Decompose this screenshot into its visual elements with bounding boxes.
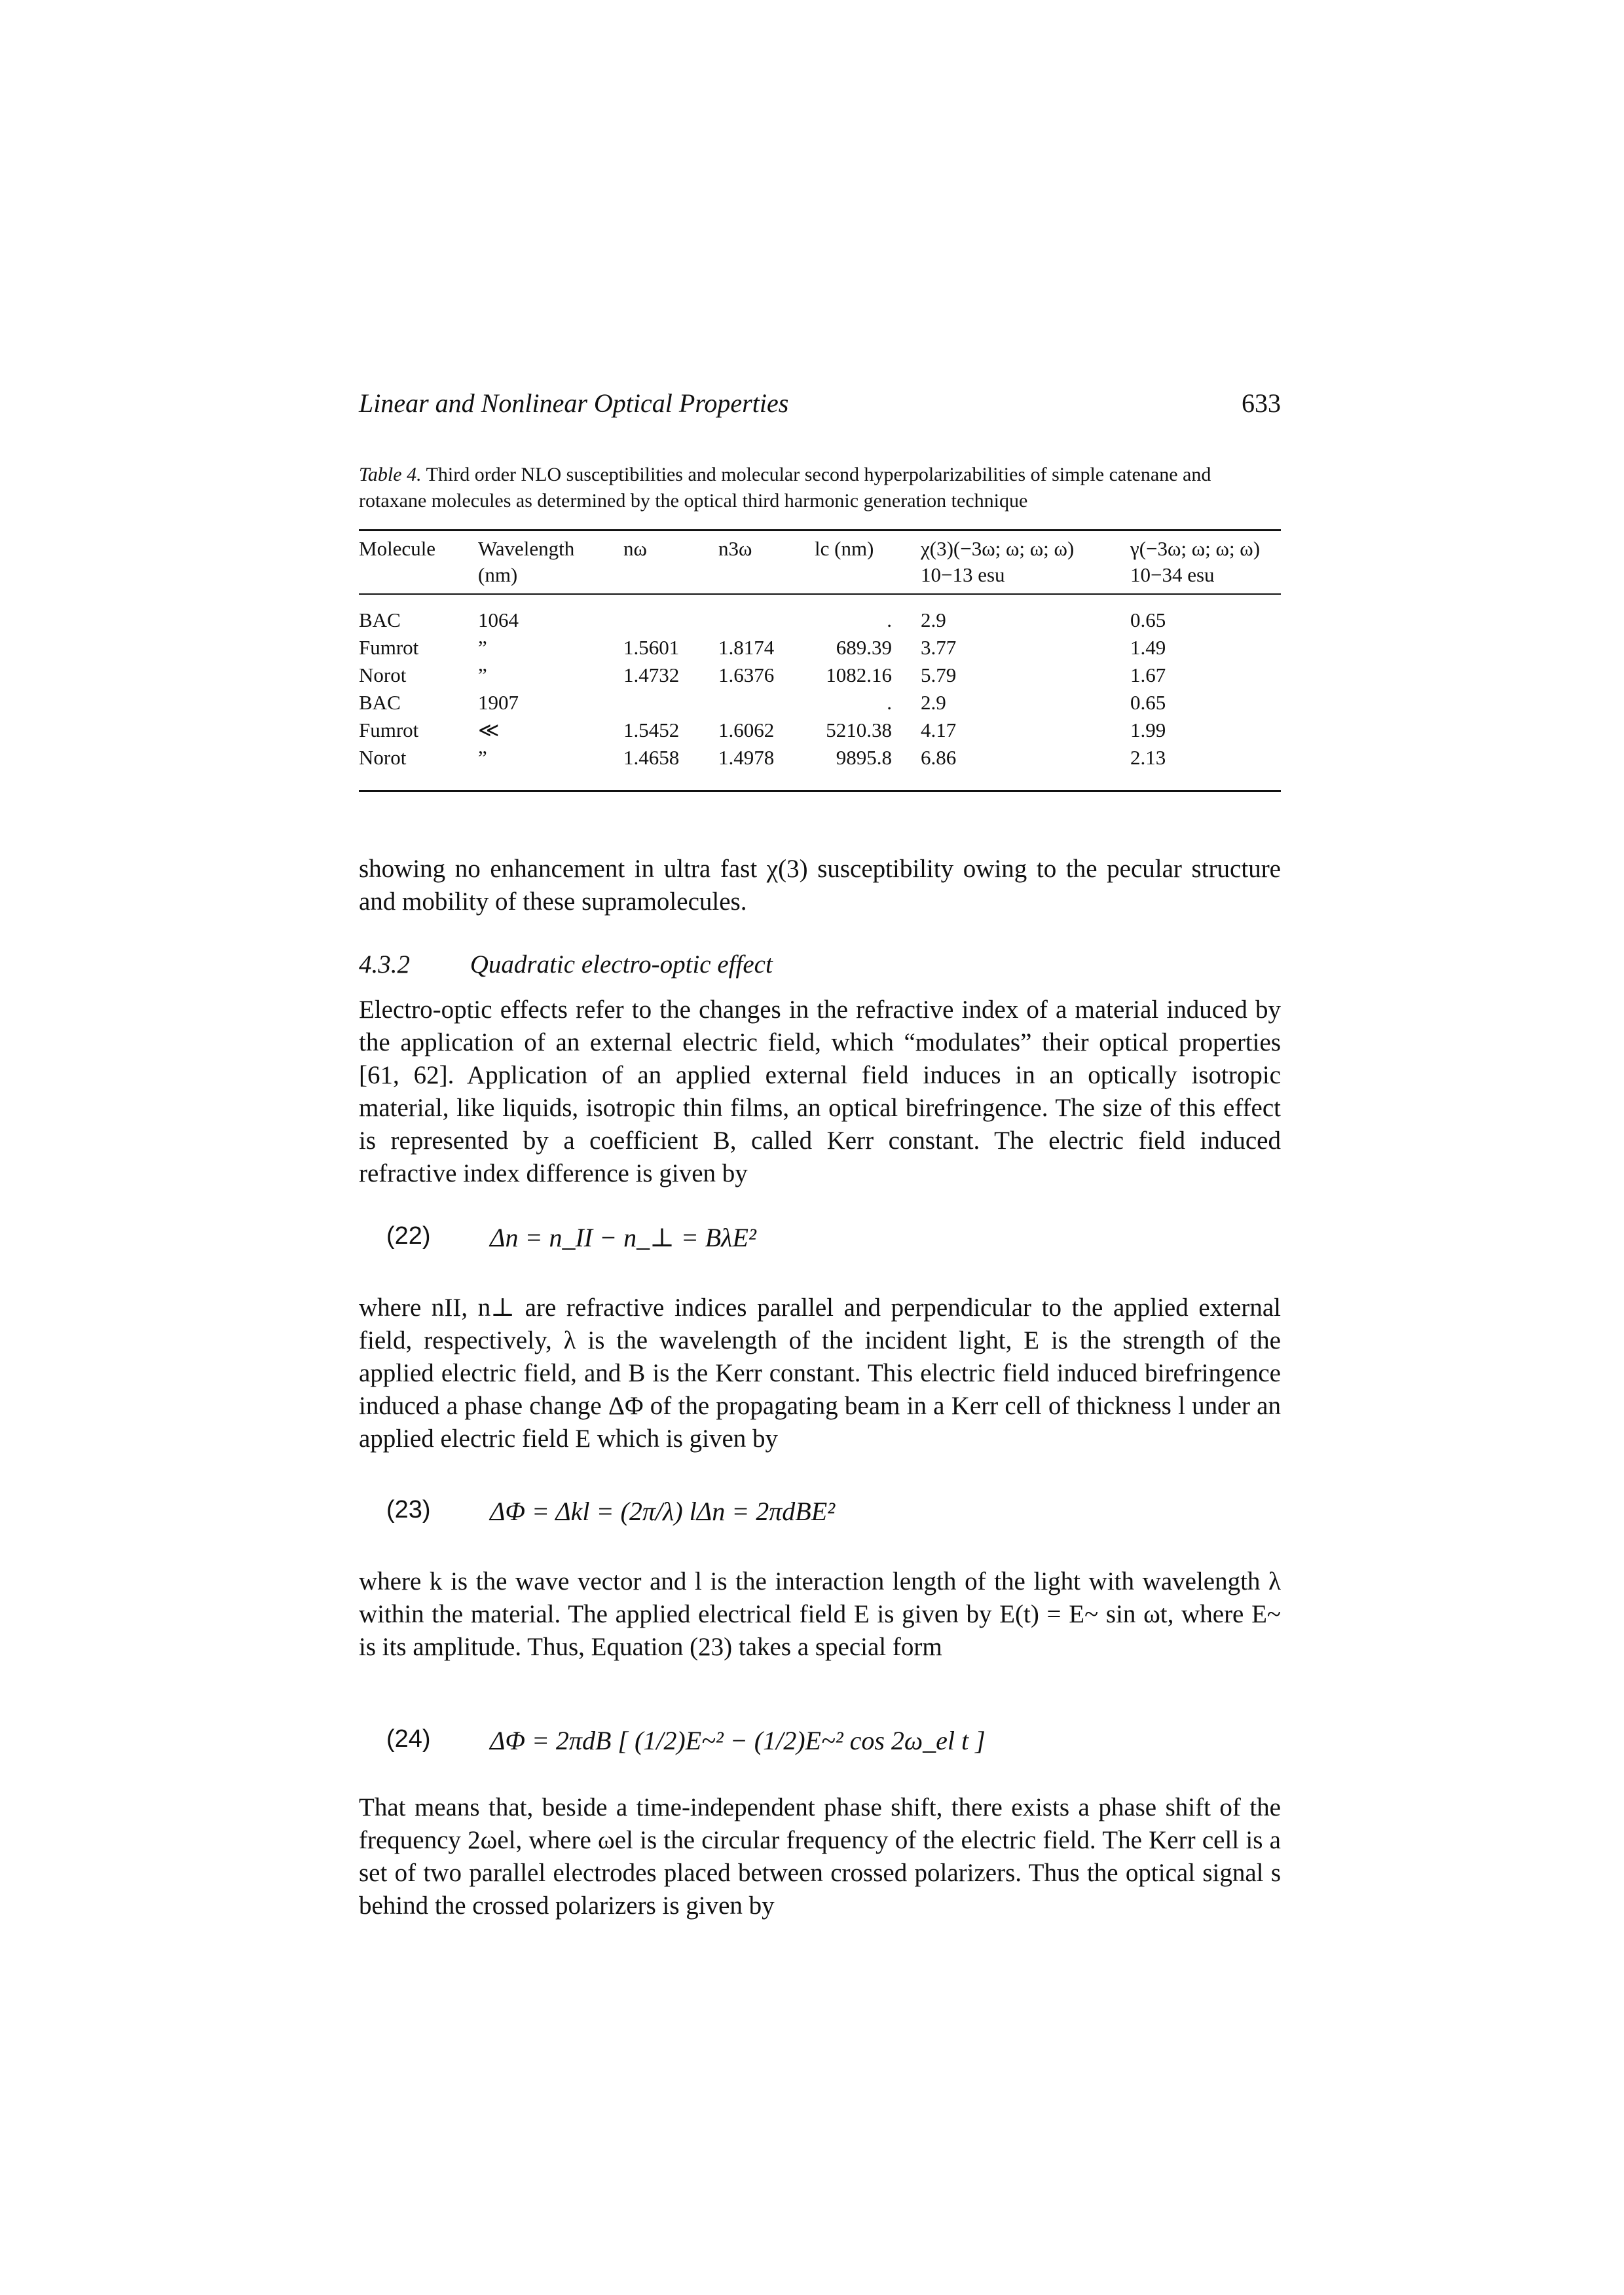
equation-23: (23) ΔΦ = Δkl = (2π/λ) lΔn = 2πdBE² bbox=[359, 1479, 1281, 1544]
cell-gamma: 0.65 bbox=[1130, 691, 1166, 714]
cell-wavelength: 1907 bbox=[478, 691, 519, 714]
cell-lc: . bbox=[887, 691, 892, 714]
paragraph-4: where k is the wave vector and l is the … bbox=[359, 1567, 1281, 1661]
cell-lc: . bbox=[887, 608, 892, 631]
cell-lc: 1082.16 bbox=[826, 663, 892, 686]
col-header-molecule: Molecule bbox=[359, 537, 436, 560]
cell-n-3omega: 1.4978 bbox=[718, 746, 775, 769]
table-label: Table 4. bbox=[359, 464, 422, 485]
equation-24: (24) ΔΦ = 2πdB [ (1/2)E~² − (1/2)E~² cos… bbox=[359, 1703, 1281, 1775]
cell-n-3omega: 1.8174 bbox=[718, 636, 775, 659]
cell-n-omega: 1.4732 bbox=[623, 663, 680, 686]
cell-n-3omega: 1.6062 bbox=[718, 718, 775, 741]
table-caption-text: Third order NLO susceptibilities and mol… bbox=[359, 464, 1211, 512]
table-caption: Table 4. Third order NLO susceptibilitie… bbox=[359, 462, 1281, 514]
cell-wavelength: ” bbox=[478, 746, 487, 769]
page: Linear and Nonlinear Optical Properties … bbox=[359, 0, 1281, 2295]
col-header-n-omega: nω bbox=[623, 537, 647, 560]
cell-molecule: Fumrot bbox=[359, 636, 419, 659]
cell-gamma: 1.49 bbox=[1130, 636, 1166, 659]
cell-n-3omega bbox=[718, 689, 815, 717]
cell-chi3: 4.17 bbox=[921, 718, 957, 741]
table-top-rule bbox=[359, 529, 1281, 531]
col-header-n-3omega: n3ω bbox=[718, 537, 752, 560]
cell-n-omega: 1.4658 bbox=[623, 746, 680, 769]
cell-n-3omega bbox=[718, 606, 815, 634]
cell-chi3: 2.9 bbox=[921, 691, 946, 714]
cell-n-omega: 1.5601 bbox=[623, 636, 680, 659]
col-header-wavelength: Wavelength(nm) bbox=[478, 537, 575, 586]
cell-wavelength: 1064 bbox=[478, 608, 519, 631]
equation-body: Δn = n_II − n_⊥ = BλE² bbox=[490, 1223, 756, 1252]
paragraph-5: That means that, beside a time-independe… bbox=[359, 1793, 1281, 1920]
cell-n-omega: 1.5452 bbox=[623, 718, 680, 741]
cell-lc: 689.39 bbox=[836, 636, 892, 659]
cell-chi3: 2.9 bbox=[921, 608, 946, 631]
equation-number: (23) bbox=[386, 1496, 431, 1523]
equation-body: ΔΦ = Δkl = (2π/λ) lΔn = 2πdBE² bbox=[490, 1497, 836, 1526]
cell-chi3: 5.79 bbox=[921, 663, 957, 686]
equation-22: (22) Δn = n_II − n_⊥ = BλE² bbox=[359, 1222, 1281, 1261]
paragraph-3: where nII, n⊥ are refractive indices par… bbox=[359, 1294, 1281, 1453]
paragraph-1: showing no enhancement in ultra fast χ(3… bbox=[359, 855, 1281, 916]
running-title: Linear and Nonlinear Optical Properties bbox=[359, 388, 789, 418]
cell-gamma: 2.13 bbox=[1130, 746, 1166, 769]
paragraph-2: Electro-optic effects refer to the chang… bbox=[359, 996, 1281, 1187]
cell-molecule: BAC bbox=[359, 608, 401, 631]
cell-chi3: 6.86 bbox=[921, 746, 957, 769]
equation-number: (24) bbox=[386, 1725, 431, 1753]
cell-wavelength: ” bbox=[478, 663, 487, 686]
table-header-rule bbox=[359, 593, 1281, 595]
cell-molecule: Norot bbox=[359, 746, 407, 769]
section-title: Quadratic electro-optic effect bbox=[470, 950, 773, 979]
table-row: Norot ” 1.4658 1.4978 9895.8 6.86 2.13 bbox=[359, 744, 1281, 772]
table-row: BAC 1064 . 2.9 0.65 bbox=[359, 606, 1281, 634]
cell-molecule: Fumrot bbox=[359, 718, 419, 741]
cell-lc: 5210.38 bbox=[826, 718, 892, 741]
cell-gamma: 1.99 bbox=[1130, 718, 1166, 741]
cell-gamma: 0.65 bbox=[1130, 608, 1166, 631]
cell-wavelength: ” bbox=[478, 636, 487, 659]
cell-gamma: 1.67 bbox=[1130, 663, 1166, 686]
cell-lc: 9895.8 bbox=[836, 746, 892, 769]
col-header-chi3: χ(3)(−3ω; ω; ω; ω)10−13 esu bbox=[921, 537, 1075, 586]
cell-chi3: 3.77 bbox=[921, 636, 957, 659]
section-number: 4.3.2 bbox=[359, 950, 410, 979]
cell-molecule: BAC bbox=[359, 691, 401, 714]
table-row: BAC 1907 . 2.9 0.65 bbox=[359, 689, 1281, 717]
cell-molecule: Norot bbox=[359, 663, 407, 686]
col-header-lc: lc (nm) bbox=[815, 537, 874, 560]
col-header-gamma: γ(−3ω; ω; ω; ω)10−34 esu bbox=[1130, 537, 1261, 586]
table-row: Fumrot ≪ 1.5452 1.6062 5210.38 4.17 1.99 bbox=[359, 717, 1281, 744]
cell-n-omega bbox=[623, 606, 718, 634]
cell-n-3omega: 1.6376 bbox=[718, 663, 775, 686]
section-heading: 4.3.2 Quadratic electro-optic effect bbox=[359, 950, 773, 979]
data-table: Molecule Wavelength(nm) nω n3ω lc (nm) χ… bbox=[359, 536, 1281, 772]
table-row: Fumrot ” 1.5601 1.8174 689.39 3.77 1.49 bbox=[359, 634, 1281, 662]
equation-number: (22) bbox=[386, 1222, 431, 1250]
page-number: 633 bbox=[1242, 388, 1281, 418]
table-row: Norot ” 1.4732 1.6376 1082.16 5.79 1.67 bbox=[359, 662, 1281, 689]
equation-body: ΔΦ = 2πdB [ (1/2)E~² − (1/2)E~² cos 2ω_e… bbox=[490, 1726, 986, 1755]
table-bottom-rule bbox=[359, 790, 1281, 792]
cell-wavelength: ≪ bbox=[478, 718, 500, 741]
cell-n-omega bbox=[623, 689, 718, 717]
table-header-row: Molecule Wavelength(nm) nω n3ω lc (nm) χ… bbox=[359, 536, 1281, 588]
